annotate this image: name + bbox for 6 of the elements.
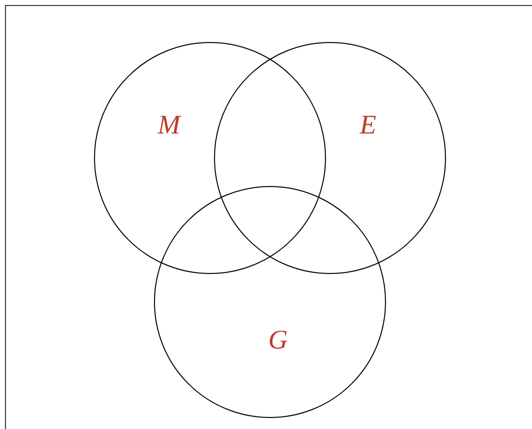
set-label: G [268,326,288,354]
set-label: M [158,112,180,138]
set-circle [154,186,386,418]
set-circle [94,42,326,274]
set-circle [214,42,446,274]
set-label: E [360,112,376,138]
